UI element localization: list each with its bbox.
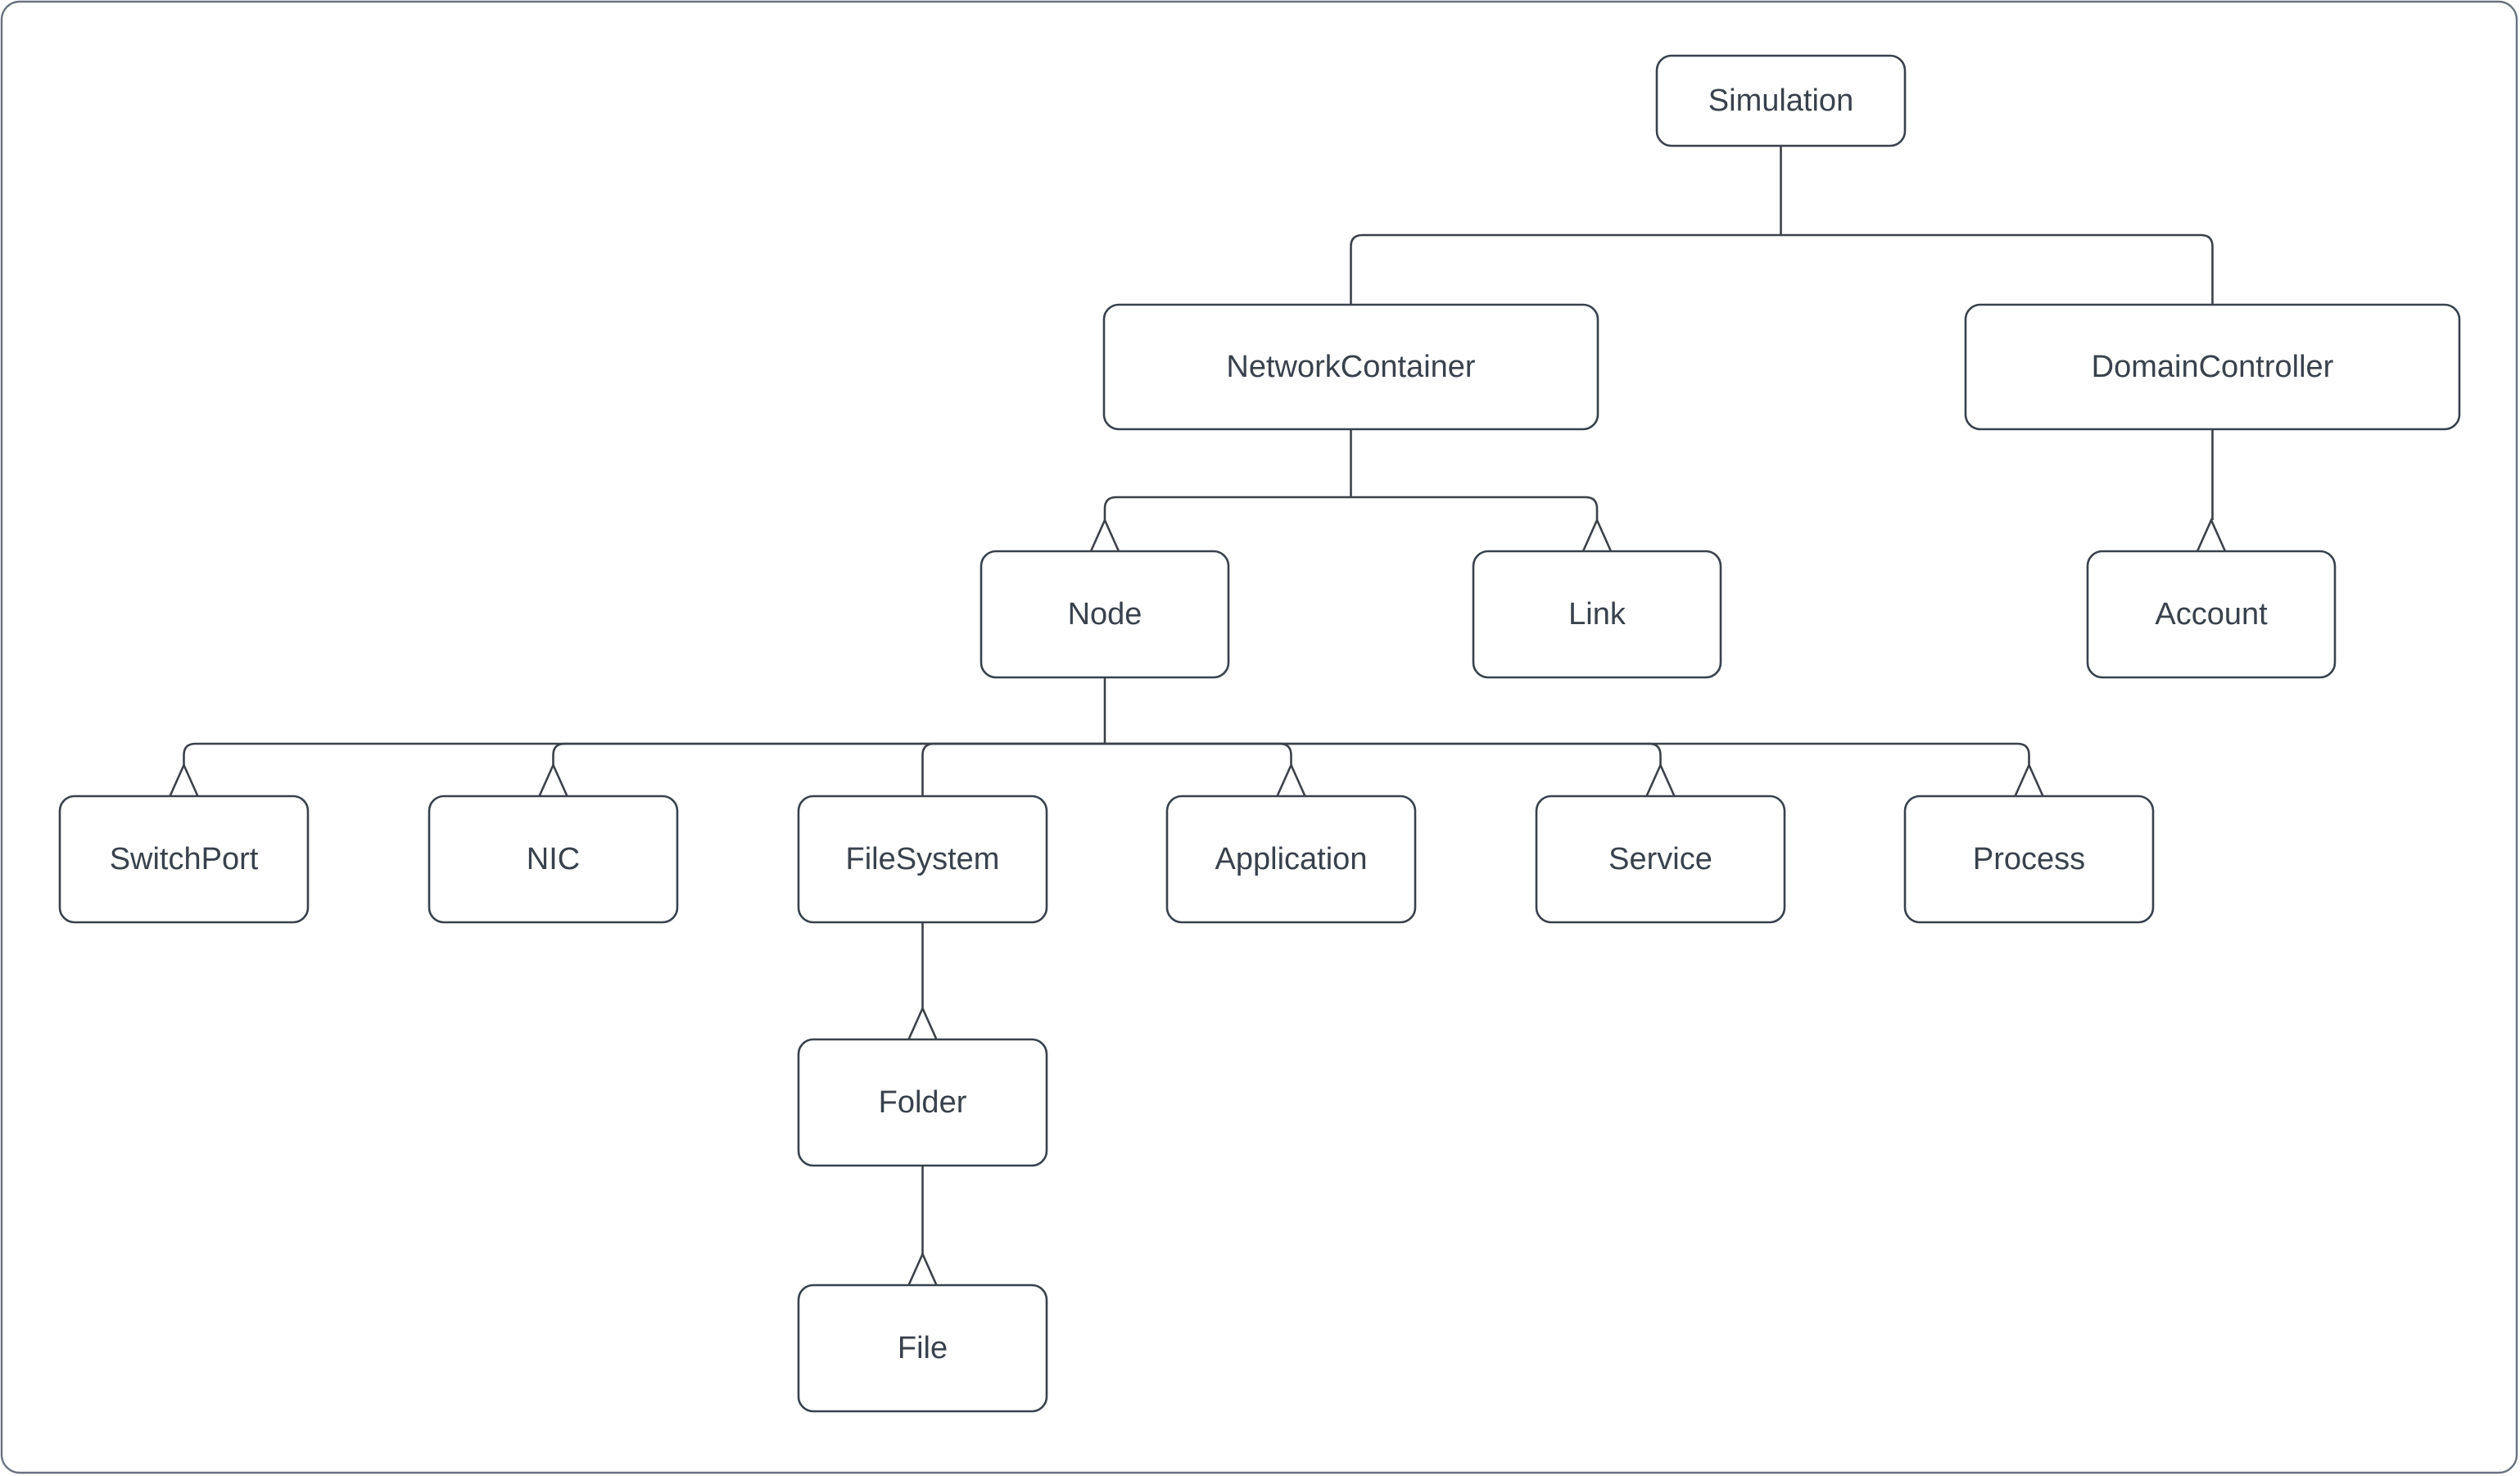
class-label-process: Process — [1973, 842, 2085, 876]
class-box-account[interactable] — [2086, 550, 2337, 679]
class-label-nic: NIC — [527, 842, 580, 876]
class-box-simulation[interactable] — [1655, 54, 1907, 147]
class-node-nic[interactable]: NIC — [428, 795, 679, 924]
generalization-arrow-account — [2196, 517, 2227, 552]
class-box-networkcontainer[interactable] — [1102, 303, 1599, 431]
class-label-filesystem: FileSystem — [846, 842, 1000, 876]
class-box-service[interactable] — [1535, 795, 1786, 924]
class-label-simulation: Simulation — [1708, 84, 1853, 118]
class-node-account[interactable]: Account — [2086, 550, 2337, 679]
generalization-arrow-folder — [907, 1005, 938, 1040]
class-box-filesystem[interactable] — [797, 795, 1048, 924]
class-box-file[interactable] — [797, 1284, 1048, 1413]
class-box-application[interactable] — [1165, 795, 1417, 924]
class-label-switchport: SwitchPort — [110, 842, 259, 876]
generalization-arrow-application — [1276, 762, 1306, 797]
edge-networkcontainer-to-link — [1350, 496, 1599, 520]
edge-simulation-to-networkcontainer — [1350, 233, 1781, 305]
class-label-application: Application — [1215, 842, 1368, 876]
edge-node-to-application — [1105, 742, 1292, 765]
class-node-filesystem[interactable]: FileSystem — [797, 795, 1048, 924]
class-label-link: Link — [1568, 597, 1626, 632]
class-node-domaincontroller[interactable]: DomainController — [1964, 303, 2461, 431]
class-label-node: Node — [1068, 597, 1142, 632]
edge-layer — [169, 146, 2227, 1286]
edge-networkcontainer-to-node — [1103, 496, 1351, 520]
class-node-folder[interactable]: Folder — [797, 1038, 1048, 1167]
generalization-arrow-service — [1645, 762, 1676, 797]
generalization-arrow-node — [1089, 517, 1120, 552]
class-node-networkcontainer[interactable]: NetworkContainer — [1102, 303, 1599, 431]
generalization-arrow-link — [1581, 517, 1613, 552]
class-label-file: File — [898, 1331, 948, 1365]
class-label-account: Account — [2155, 597, 2268, 632]
class-node-application[interactable]: Application — [1165, 795, 1417, 924]
edge-node-to-process — [1105, 742, 2030, 765]
edge-node-to-switchport — [183, 742, 1105, 765]
class-box-domaincontroller[interactable] — [1964, 303, 2461, 431]
class-node-simulation[interactable]: Simulation — [1655, 54, 1907, 147]
class-node-node[interactable]: Node — [979, 550, 1230, 679]
edge-node-to-filesystem — [921, 742, 1105, 796]
generalization-arrow-process — [2014, 762, 2044, 797]
class-box-link[interactable] — [1472, 550, 1722, 679]
class-node-switchport[interactable]: SwitchPort — [58, 795, 310, 924]
edge-node-to-nic — [552, 742, 1105, 765]
edge-simulation-to-domaincontroller — [1780, 233, 2214, 305]
class-box-process[interactable] — [1903, 795, 2155, 924]
class-label-service: Service — [1608, 842, 1712, 876]
class-box-folder[interactable] — [797, 1038, 1048, 1167]
class-node-file[interactable]: File — [797, 1284, 1048, 1413]
edge-node-to-service — [1105, 742, 1662, 765]
class-box-node[interactable] — [979, 550, 1230, 679]
class-node-link[interactable]: Link — [1472, 550, 1722, 679]
generalization-arrow-file — [907, 1251, 938, 1286]
generalization-arrow-switchport — [169, 762, 199, 797]
class-box-switchport[interactable] — [58, 795, 310, 924]
class-label-networkcontainer: NetworkContainer — [1226, 350, 1475, 384]
class-node-service[interactable]: Service — [1535, 795, 1786, 924]
class-box-nic[interactable] — [428, 795, 679, 924]
class-label-folder: Folder — [879, 1085, 967, 1120]
generalization-arrow-nic — [538, 762, 568, 797]
class-node-process[interactable]: Process — [1903, 795, 2155, 924]
class-label-domaincontroller: DomainController — [2092, 350, 2334, 384]
